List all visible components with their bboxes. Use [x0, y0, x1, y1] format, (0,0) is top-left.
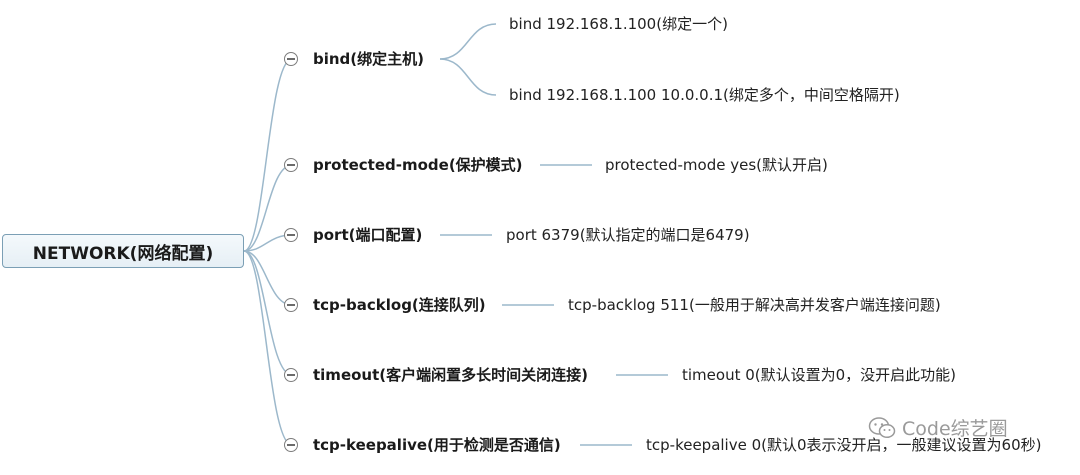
collapse-toggle-icon[interactable]: [284, 158, 298, 172]
collapse-toggle-icon[interactable]: [284, 368, 298, 382]
connector-root-bind: [243, 58, 293, 252]
watermark: Code综艺圈: [868, 414, 1008, 441]
root-label: NETWORK(网络配置): [32, 243, 214, 264]
collapse-toggle-icon[interactable]: [284, 228, 298, 242]
collapse-toggle-icon[interactable]: [284, 298, 298, 312]
leaf-port[interactable]: port 6379(默认指定的端口是6479): [506, 226, 750, 244]
branch-timeout[interactable]: timeout(客户端闲置多长时间关闭连接): [313, 366, 588, 384]
leaf-tcp-backlog[interactable]: tcp-backlog 511(一般用于解决高并发客户端连接问题): [568, 296, 941, 314]
branch-protected-mode[interactable]: protected-mode(保护模式): [313, 156, 523, 174]
leaf-tcp-keepalive[interactable]: tcp-keepalive 0(默认0表示没开启，一般建议设置为60秒): [646, 436, 1042, 454]
connector-root-tcp-keepalive: [243, 250, 293, 446]
leaf-bind-single[interactable]: bind 192.168.1.100(绑定一个): [509, 15, 728, 33]
branch-tcp-backlog[interactable]: tcp-backlog(连接队列): [313, 296, 486, 314]
collapse-toggle-icon[interactable]: [284, 438, 298, 452]
branch-tcp-keepalive[interactable]: tcp-keepalive(用于检测是否通信): [313, 436, 561, 454]
collapse-toggle-icon[interactable]: [284, 52, 298, 66]
wechat-icon: [868, 416, 896, 438]
watermark-text: Code综艺圈: [902, 418, 1008, 440]
branch-bind[interactable]: bind(绑定主机): [313, 50, 425, 68]
branch-port[interactable]: port(端口配置): [313, 226, 423, 244]
connector-root-timeout: [243, 250, 293, 376]
connector-bind-leaf-2: [439, 58, 497, 96]
leaf-timeout[interactable]: timeout 0(默认设置为0，没开启此功能): [682, 366, 957, 384]
leaf-bind-multiple[interactable]: bind 192.168.1.100 10.0.0.1(绑定多个，中间空格隔开): [509, 86, 900, 104]
root-node[interactable]: NETWORK(网络配置): [2, 234, 244, 268]
leaf-protected-mode[interactable]: protected-mode yes(默认开启): [605, 156, 828, 174]
connector-bind-leaf-1: [439, 23, 497, 60]
